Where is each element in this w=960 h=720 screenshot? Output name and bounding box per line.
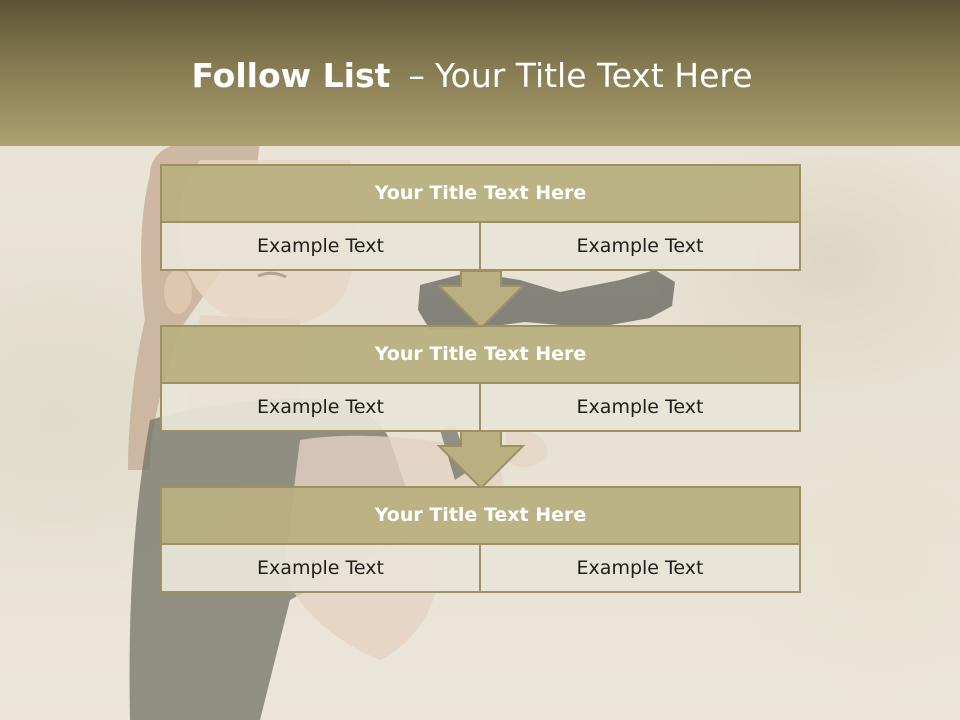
eye <box>257 271 287 279</box>
down-arrow-icon <box>437 270 525 330</box>
slide-title: Follow List–Your Title Text Here <box>0 56 944 96</box>
block-cell-right: Example Text <box>479 382 801 432</box>
down-arrow-icon <box>437 430 525 490</box>
block-cell-right: Example Text <box>479 543 801 593</box>
title-bold: Follow List <box>191 56 391 95</box>
block-title: Your Title Text Here <box>160 486 801 545</box>
title-rest: Your Title Text Here <box>434 56 753 95</box>
block-cell-left: Example Text <box>160 382 481 432</box>
header-band: Follow List–Your Title Text Here <box>0 0 960 146</box>
block-title: Your Title Text Here <box>160 325 801 384</box>
block-title: Your Title Text Here <box>160 164 801 223</box>
block-cell-right: Example Text <box>479 221 801 271</box>
ear <box>164 270 192 314</box>
hand <box>505 428 548 468</box>
block-cell-left: Example Text <box>160 543 481 593</box>
title-separator: – <box>408 56 425 95</box>
block-cell-left: Example Text <box>160 221 481 271</box>
